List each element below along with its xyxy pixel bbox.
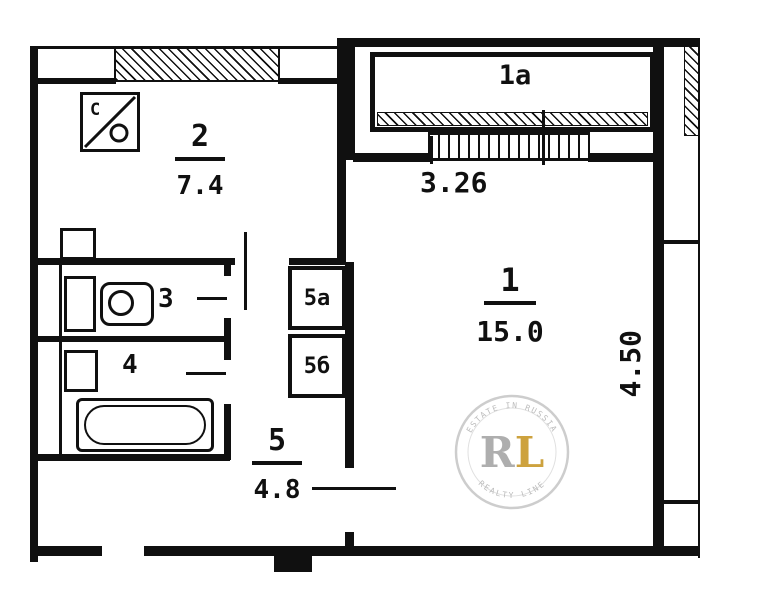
watermark-ring-outer xyxy=(454,394,570,510)
wall-hall-room1-upper xyxy=(345,262,354,468)
bump-room2 xyxy=(60,228,96,260)
dimension-top: 3.26 xyxy=(420,166,488,199)
wall-left-of-balcony xyxy=(345,38,355,160)
watermark-ring-inner xyxy=(467,407,557,497)
bathtub-inner xyxy=(84,405,206,445)
watermark-letter-l: L xyxy=(515,428,545,477)
connector-right-1 xyxy=(664,240,698,244)
dim-tick-long xyxy=(542,110,545,165)
room-1-number: 1 xyxy=(484,262,536,305)
dim-tick-short xyxy=(430,136,433,164)
room-5-area: 4.8 xyxy=(253,474,301,505)
wall-right-main xyxy=(653,38,664,556)
wall-mid-left xyxy=(38,258,235,265)
window-room1 xyxy=(428,132,590,161)
wall-between-3-4 xyxy=(38,336,228,342)
room-5-label: 5 4.8 xyxy=(222,423,332,505)
room-5b-label: 5б xyxy=(303,353,331,379)
stove-label: С xyxy=(90,100,100,120)
window-kitchen xyxy=(114,46,280,82)
room-5-number: 5 xyxy=(251,423,303,465)
closet-5a: 5а xyxy=(288,266,346,330)
door-leaf-room4 xyxy=(186,372,226,375)
watermark-initials: RL xyxy=(480,428,544,477)
wall-room2-right xyxy=(337,46,346,262)
room-1-label: 1 15.0 xyxy=(440,262,580,348)
door-leaf-room1 xyxy=(312,487,396,490)
toilet-bowl-icon xyxy=(108,290,134,316)
room-1a-label: 1а xyxy=(498,60,532,91)
room-4-label: 4 xyxy=(122,350,138,380)
hatch-right-top xyxy=(684,42,699,136)
dimension-right: 4.50 xyxy=(614,330,647,398)
wall-room34-right-c xyxy=(224,404,231,460)
wall-top-right xyxy=(337,38,700,47)
stove-icon-art: С xyxy=(83,95,137,149)
line-outer-right xyxy=(698,40,700,558)
wall-room1-top-right xyxy=(588,153,658,162)
connector-right-2 xyxy=(664,500,698,504)
wall-hall-room1-lower xyxy=(345,532,354,548)
room-1-area: 15.0 xyxy=(476,314,544,348)
wall-room2-top-left xyxy=(38,78,116,84)
wall-room34-right-a xyxy=(224,262,231,276)
door-leaf-room3 xyxy=(197,297,227,300)
room-2-number: 2 xyxy=(174,119,226,161)
wall-room4-bottom xyxy=(38,454,230,461)
stove-icon: С xyxy=(80,92,140,152)
watermark-letter-r: R xyxy=(480,428,516,477)
closet-5b: 5б xyxy=(288,334,346,398)
sink-room4 xyxy=(64,350,98,392)
balcony-rail-hatch xyxy=(377,112,648,126)
wall-bottom-stub xyxy=(274,556,312,572)
wall-mid-right xyxy=(289,258,346,265)
room-3-label: 3 xyxy=(158,284,174,314)
wall-room2-top-right xyxy=(278,78,345,84)
room-2-area: 7.4 xyxy=(176,170,224,201)
sink-room3 xyxy=(64,276,96,332)
door-leaf-room2 xyxy=(244,232,247,310)
wall-outer-left xyxy=(30,46,38,562)
room-2-label: 2 7.4 xyxy=(148,119,252,201)
door-gap-entry xyxy=(102,546,144,556)
watermark-badge: ESTATE IN RUSSIA RL REALTY LINE xyxy=(454,394,570,510)
wall-room1-top-left xyxy=(353,153,433,162)
wall-inner-left-line xyxy=(59,262,62,460)
wall-bottom xyxy=(30,546,700,556)
room-5a-label: 5а xyxy=(303,285,331,311)
